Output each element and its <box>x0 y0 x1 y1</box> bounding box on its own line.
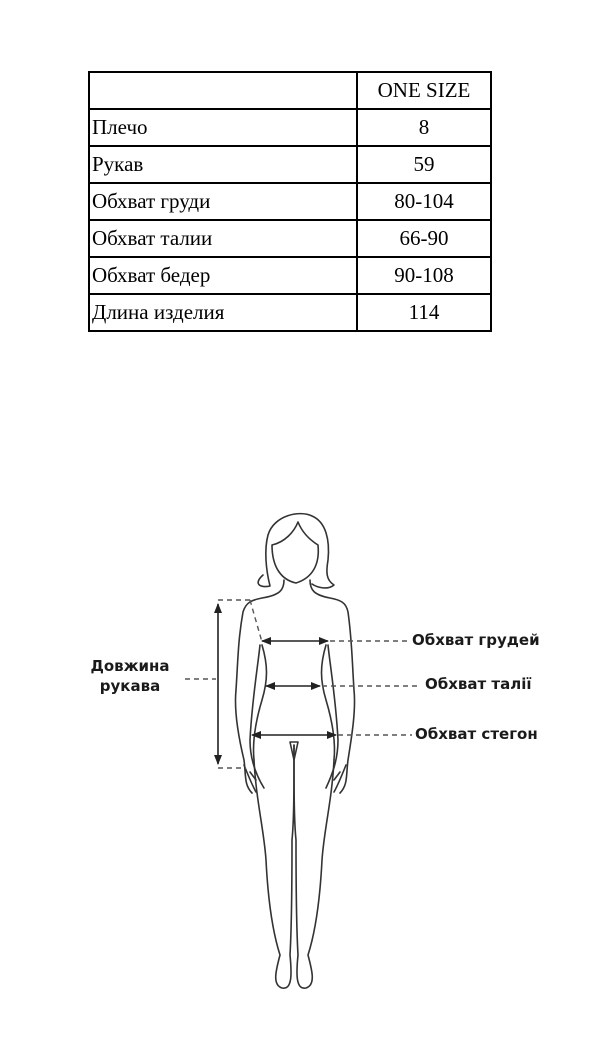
table-row: Плечо 8 <box>88 108 492 147</box>
row-value: 59 <box>356 145 492 184</box>
table-row: Длина изделия 114 <box>88 293 492 332</box>
sleeve-length-label-line2: рукава <box>99 677 161 695</box>
row-param: Длина изделия <box>88 293 358 332</box>
row-param: Обхват бедер <box>88 256 358 295</box>
row-value: 80-104 <box>356 182 492 221</box>
row-param: Обхват груди <box>88 182 358 221</box>
table-header-row: ONE SIZE <box>88 71 492 110</box>
row-value: 90-108 <box>356 256 492 295</box>
size-table: ONE SIZE Плечо 8 Рукав 59 Обхват груди 8… <box>88 71 492 332</box>
header-size-cell: ONE SIZE <box>356 71 492 110</box>
table-row: Обхват бедер 90-108 <box>88 256 492 295</box>
measurement-figure: Довжина рукава Обхват грудей Обхват талі… <box>0 500 600 1020</box>
row-value: 8 <box>356 108 492 147</box>
row-param: Плечо <box>88 108 358 147</box>
sleeve-length-label-line1: Довжина <box>90 657 170 675</box>
header-param-cell <box>88 71 358 110</box>
table-row: Обхват груди 80-104 <box>88 182 492 221</box>
row-value: 66-90 <box>356 219 492 258</box>
chest-label: Обхват грудей <box>412 631 540 649</box>
row-param: Обхват талии <box>88 219 358 258</box>
woman-silhouette-icon <box>185 512 420 989</box>
row-param: Рукав <box>88 145 358 184</box>
waist-label: Обхват талії <box>425 675 532 693</box>
sleeve-length-label: Довжина рукава <box>82 656 178 696</box>
table-row: Рукав 59 <box>88 145 492 184</box>
table-row: Обхват талии 66-90 <box>88 219 492 258</box>
row-value: 114 <box>356 293 492 332</box>
hips-label: Обхват стегон <box>415 725 538 743</box>
